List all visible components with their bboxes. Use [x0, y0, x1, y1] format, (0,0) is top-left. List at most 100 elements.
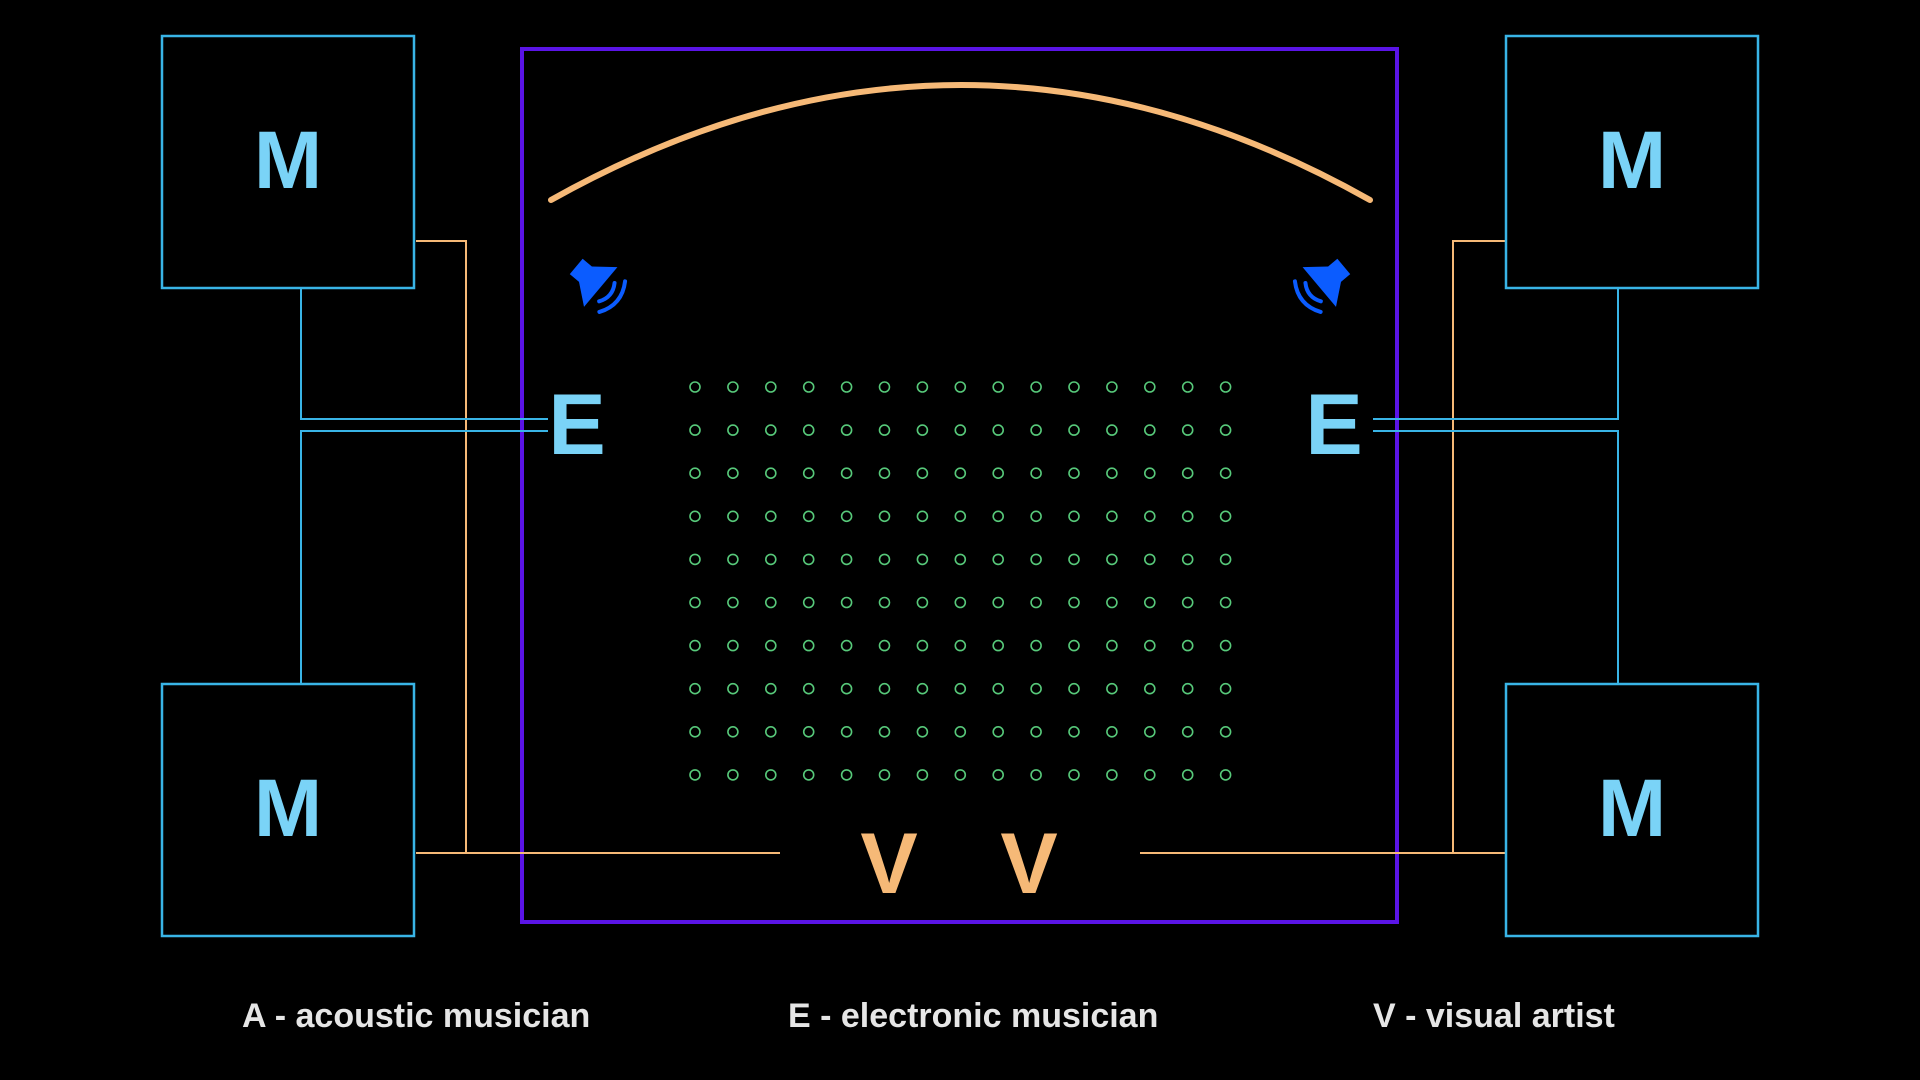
audience-seat — [878, 553, 891, 566]
audience-seat — [1106, 381, 1118, 393]
musician-label: M — [1598, 115, 1666, 206]
audience-seat — [916, 424, 929, 436]
audience-seat — [1144, 639, 1156, 652]
audience-seat — [1219, 596, 1232, 609]
musician-top-left: M — [160, 34, 416, 290]
audience-grid — [689, 381, 1232, 781]
blue-wires — [300, 289, 1619, 683]
audience-seat — [916, 510, 929, 523]
audience-seat — [727, 639, 739, 652]
blue-wire-left-bottom — [300, 430, 548, 683]
audience-seat — [1068, 639, 1080, 652]
orange-wire-left-top — [416, 240, 467, 853]
audience-seat — [1181, 682, 1194, 695]
audience-seat — [764, 596, 777, 609]
audience-seat — [954, 467, 967, 480]
audience-seat — [1106, 553, 1118, 566]
audience-seat — [1106, 424, 1118, 436]
legend-acoustic: A - acoustic musician — [242, 997, 590, 1035]
audience-seat — [802, 639, 815, 652]
audience-seat — [840, 769, 853, 781]
audience-seat — [954, 381, 967, 393]
electronic-musician-right: E — [1305, 377, 1362, 473]
audience-seat — [992, 639, 1005, 652]
audience-seat — [954, 639, 967, 652]
audience-seat — [840, 596, 853, 609]
audience-seat — [878, 467, 891, 480]
audience-seat — [1219, 725, 1232, 738]
audience-seat — [1030, 725, 1042, 738]
audience-seat — [878, 682, 891, 695]
audience-seat — [1068, 381, 1080, 393]
audience-seat — [916, 725, 929, 738]
audience-seat — [1181, 424, 1194, 436]
audience-seat — [992, 769, 1005, 781]
audience-seat — [840, 682, 853, 695]
audience-seat — [764, 424, 777, 436]
audience-seat — [1030, 510, 1042, 523]
audience-seat — [992, 381, 1005, 393]
audience-seat — [1181, 596, 1194, 609]
audience-seat — [802, 769, 815, 781]
audience-seat — [727, 596, 739, 609]
audience-seat — [878, 596, 891, 609]
audience-seat — [992, 596, 1005, 609]
audience-seat — [1181, 553, 1194, 566]
audience-seat — [727, 381, 739, 393]
audience-seat — [1106, 596, 1118, 609]
audience-seat — [1219, 682, 1232, 695]
audience-seat — [764, 381, 777, 393]
audience-seat — [1106, 510, 1118, 523]
audience-seat — [1068, 467, 1080, 480]
audience-seat — [1068, 596, 1080, 609]
audience-seat — [727, 510, 739, 523]
audience-seat — [916, 467, 929, 480]
audience-seat — [1106, 682, 1118, 695]
audience-seat — [878, 639, 891, 652]
musician-box — [1504, 682, 1760, 938]
audience-seat — [689, 510, 701, 523]
audience-seat — [1181, 725, 1194, 738]
audience-seat — [727, 467, 739, 480]
musician-bottom-right: M — [1504, 682, 1760, 938]
audience-seat — [689, 725, 701, 738]
audience-seat — [954, 682, 967, 695]
musician-label: M — [254, 115, 322, 206]
audience-seat — [1219, 424, 1232, 436]
audience-seat — [1068, 553, 1080, 566]
blue-wire-right-bottom — [1373, 430, 1619, 683]
speaker-icon — [569, 258, 628, 314]
projection-arc — [548, 82, 1373, 203]
audience-seat — [954, 596, 967, 609]
audience-seat — [1030, 424, 1042, 436]
audience-seat — [992, 467, 1005, 480]
blue-wire-right-top — [1373, 289, 1619, 420]
audience-seat — [1106, 639, 1118, 652]
audience-seat — [689, 553, 701, 566]
audience-seat — [954, 510, 967, 523]
audience-seat — [764, 553, 777, 566]
audience-seat — [1144, 381, 1156, 393]
audience-seat — [1144, 424, 1156, 436]
audience-seat — [1181, 510, 1194, 523]
audience-seat — [878, 769, 891, 781]
audience-seat — [689, 639, 701, 652]
audience-seat — [1181, 639, 1194, 652]
audience-seat — [954, 725, 967, 738]
audience-seat — [1181, 467, 1194, 480]
audience-seat — [764, 769, 777, 781]
audience-seat — [840, 510, 853, 523]
orange-wire-right-top — [1452, 240, 1505, 853]
audience-seat — [916, 596, 929, 609]
audience-seat — [1106, 467, 1118, 480]
audience-seat — [1144, 596, 1156, 609]
audience-seat — [992, 553, 1005, 566]
audience-seat — [992, 424, 1005, 436]
musician-bottom-left: M — [160, 682, 416, 938]
audience-seat — [1181, 381, 1194, 393]
audience-seat — [689, 682, 701, 695]
audience-seat — [727, 424, 739, 436]
audience-seat — [840, 553, 853, 566]
legend-visual: V - visual artist — [1373, 997, 1615, 1035]
